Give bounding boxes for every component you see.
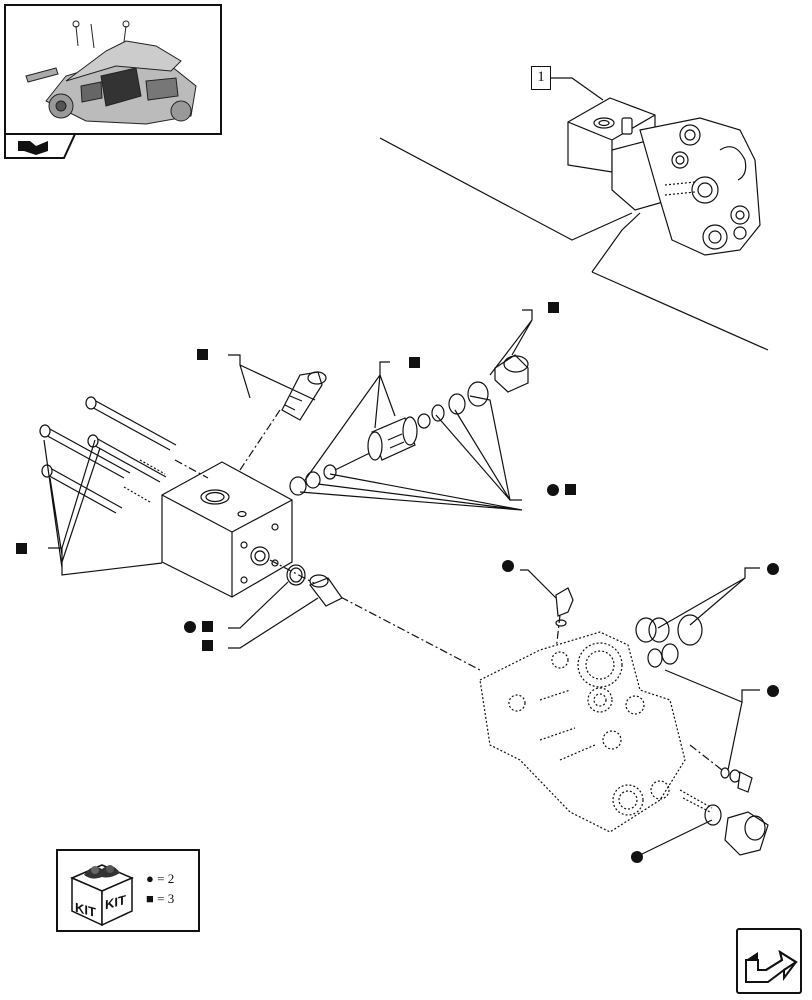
book-tab-icon[interactable] <box>4 133 76 159</box>
marker-square <box>202 640 213 651</box>
reference-valve-assembly <box>567 97 761 256</box>
marker-square <box>548 302 559 313</box>
valve-block <box>161 461 293 598</box>
next-page-button[interactable] <box>736 928 802 994</box>
pin <box>281 371 327 421</box>
legend-square-row: ■ = 3 <box>146 891 174 907</box>
callout-ref-1: 1 <box>531 66 551 90</box>
marker-circle <box>547 484 559 496</box>
square-count: = 3 <box>157 891 175 906</box>
plug-and-seals <box>555 587 769 856</box>
circle-count: = 2 <box>157 871 175 886</box>
circle-symbol: ● <box>146 871 154 886</box>
marker-circle <box>502 560 514 572</box>
kit-label-left: KIT <box>75 900 96 920</box>
marker-square <box>202 621 213 632</box>
tractor-transmission-thumbnail-icon <box>25 20 197 125</box>
marker-square <box>197 349 208 360</box>
marker-circle <box>184 621 196 633</box>
kit-label-right: KIT <box>105 892 126 912</box>
legend-circle-row: ● = 2 <box>146 871 174 887</box>
assembly-thumbnail <box>4 4 222 135</box>
marker-square <box>565 484 576 495</box>
marker-circle <box>767 685 779 697</box>
next-page-arrow-icon <box>745 949 798 983</box>
callout-markers <box>16 302 779 863</box>
marker-circle <box>631 851 643 863</box>
marker-circle <box>767 563 779 575</box>
bolts <box>39 396 177 514</box>
marker-square <box>16 543 27 554</box>
marker-square <box>409 357 420 368</box>
kit-legend: KIT KIT ● = 2 ■ = 3 <box>56 849 200 932</box>
square-symbol: ■ <box>146 891 154 906</box>
kit-box-icon: KIT KIT <box>70 864 134 927</box>
main-valve-body <box>479 631 686 833</box>
